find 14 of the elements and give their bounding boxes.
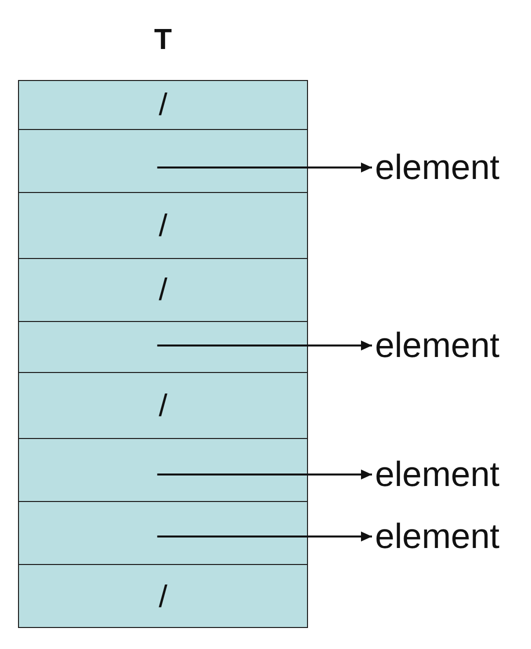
nil-marker: / xyxy=(158,580,168,612)
element-label: element xyxy=(375,457,500,492)
table-title: T xyxy=(154,26,172,55)
nil-marker: / xyxy=(158,274,168,305)
pointer-arrow xyxy=(157,340,372,350)
element-label: element xyxy=(375,328,500,363)
pointer-arrow xyxy=(157,470,372,480)
element-label: element xyxy=(375,519,500,554)
nil-marker: / xyxy=(158,89,168,120)
nil-marker: / xyxy=(158,210,168,240)
nil-marker: / xyxy=(158,390,168,420)
pointer-arrow xyxy=(157,532,372,542)
pointer-arrow xyxy=(157,162,372,172)
element-label: element xyxy=(375,150,500,185)
